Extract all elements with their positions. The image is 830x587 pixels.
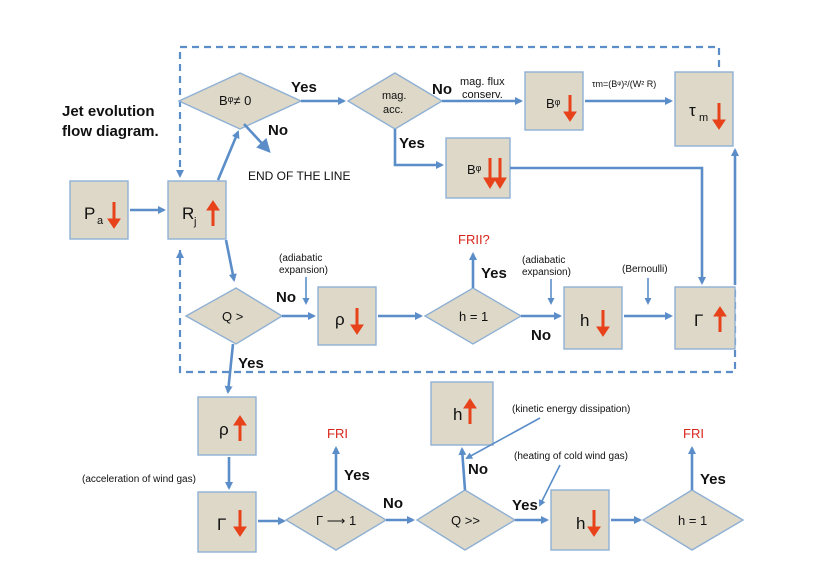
pa-box bbox=[69, 180, 129, 240]
rj-up-arrow bbox=[206, 200, 220, 226]
yes-q: Yes bbox=[238, 355, 264, 372]
taum-box bbox=[674, 71, 734, 147]
taum-formula: τm=(Bᵠ)²/(W² R) bbox=[592, 79, 656, 89]
gamma-down-arrow bbox=[233, 510, 247, 537]
h-up-box bbox=[430, 381, 494, 446]
adiabatic1-a: (adiabatic bbox=[279, 253, 322, 264]
yes-bphi: Yes bbox=[291, 79, 317, 96]
q-gg-diamond bbox=[415, 489, 517, 551]
bphi1-down-arrow bbox=[563, 95, 577, 122]
gamma-top-up-arrow bbox=[713, 306, 727, 332]
bphi1-label: Bᵠ bbox=[546, 96, 561, 111]
h-eq1-bottom-label: h = 1 bbox=[678, 513, 707, 528]
mag-acc-line2: acc. bbox=[383, 104, 403, 116]
adiabatic2-a: (adiabatic bbox=[522, 255, 565, 266]
end-of-line: END OF THE LINE bbox=[248, 169, 350, 183]
taum-sub: m bbox=[699, 112, 708, 124]
yes-h1-bottom: Yes bbox=[700, 471, 726, 488]
rho-down-label: ρ bbox=[335, 310, 345, 329]
arrow-bphi2-gamma bbox=[510, 166, 706, 285]
arrow-q-rhoup bbox=[224, 343, 235, 394]
gamma-top-label: Γ bbox=[694, 311, 703, 330]
title-line-2: flow diagram. bbox=[62, 123, 159, 140]
mag-flux-line1: mag. flux bbox=[460, 76, 505, 88]
heating-label: (heating of cold wind gas) bbox=[514, 451, 628, 462]
arrow-kinetic bbox=[465, 417, 541, 459]
taum-label: τ bbox=[689, 101, 696, 120]
bphi-box-1 bbox=[524, 71, 584, 131]
title-line-1: Jet evolution bbox=[62, 103, 155, 120]
dashed-arrowhead-2 bbox=[176, 170, 184, 178]
q-gt-label: Q > bbox=[222, 309, 243, 324]
gamma-to1-diamond bbox=[284, 489, 388, 551]
pa-label: P bbox=[84, 204, 95, 223]
no-h1-top: No bbox=[531, 327, 551, 344]
gamma-to1-label: Γ ⟶ 1 bbox=[316, 513, 356, 528]
rho-up-label: ρ bbox=[219, 420, 229, 439]
rho-down-box bbox=[317, 286, 377, 346]
bphi2-label: Bᵠ bbox=[467, 162, 482, 177]
no-bphi: No bbox=[268, 122, 288, 139]
fri-label-2: FRI bbox=[683, 426, 704, 441]
pa-sub: a bbox=[97, 215, 104, 227]
arrow-rj-bphi bbox=[216, 130, 240, 181]
no-qgg: No bbox=[468, 461, 488, 478]
arrow-rj-q bbox=[224, 239, 237, 282]
rho-down-arrow bbox=[350, 308, 364, 335]
h-up-arrow bbox=[463, 398, 477, 424]
rho-up-arrow bbox=[233, 415, 247, 441]
h-down-top-box bbox=[563, 286, 623, 350]
q-gt-diamond bbox=[184, 287, 284, 345]
h-down-bottom-arrow bbox=[587, 510, 601, 537]
gamma-down-box bbox=[197, 491, 257, 553]
bphi-ne0-label: Bᵠ≠ 0 bbox=[219, 93, 251, 108]
mag-flux-line2: conserv. bbox=[462, 89, 503, 101]
kinetic-label: (kinetic energy dissipation) bbox=[512, 404, 630, 415]
yes-gamma1: Yes bbox=[344, 467, 370, 484]
dashed-arrowhead bbox=[176, 250, 184, 258]
h-up-label: h bbox=[453, 405, 462, 424]
taum-down-arrow bbox=[712, 103, 726, 130]
gamma-down-label: Γ bbox=[217, 515, 226, 534]
gamma-top-box bbox=[674, 286, 736, 350]
h-down-bottom-box bbox=[550, 489, 610, 551]
h-eq1-top-label: h = 1 bbox=[459, 309, 488, 324]
rj-sub: j bbox=[193, 216, 196, 228]
h-eq1-top-diamond bbox=[423, 287, 523, 345]
no-magacc: No bbox=[432, 81, 452, 98]
bphi-ne0-diamond bbox=[177, 72, 303, 130]
arrow-magacc-bphi2 bbox=[393, 129, 444, 169]
dashed-feedback-top bbox=[178, 45, 721, 176]
pa-down-arrow bbox=[107, 202, 121, 229]
mag-acc-line1: mag. bbox=[382, 90, 406, 102]
rho-up-box bbox=[197, 396, 257, 456]
fri-label-1: FRI bbox=[327, 426, 348, 441]
no-gamma1: No bbox=[383, 495, 403, 512]
bphi2-double-down-arrow bbox=[483, 158, 507, 189]
h-down-top-arrow bbox=[596, 310, 610, 337]
arrow-bphi-end bbox=[243, 123, 271, 153]
yes-magacc: Yes bbox=[399, 135, 425, 152]
no-q: No bbox=[276, 289, 296, 306]
adiabatic2-b: expansion) bbox=[522, 267, 571, 278]
acceleration-label: (acceleration of wind gas) bbox=[82, 474, 196, 485]
arrow-heating bbox=[539, 464, 561, 507]
h-down-top-label: h bbox=[580, 311, 589, 330]
rj-label: R bbox=[182, 204, 194, 223]
frii-label: FRII? bbox=[458, 232, 490, 247]
q-gg-label: Q >> bbox=[451, 513, 480, 528]
arrow-qgg-hup bbox=[458, 447, 467, 491]
h-eq1-bottom-diamond bbox=[641, 489, 745, 551]
adiabatic1-b: expansion) bbox=[279, 265, 328, 276]
yes-qgg: Yes bbox=[512, 497, 538, 514]
yes-h1-top: Yes bbox=[481, 265, 507, 282]
h-down-bottom-label: h bbox=[576, 514, 585, 533]
bernoulli-label: (Bernoulli) bbox=[622, 264, 668, 275]
